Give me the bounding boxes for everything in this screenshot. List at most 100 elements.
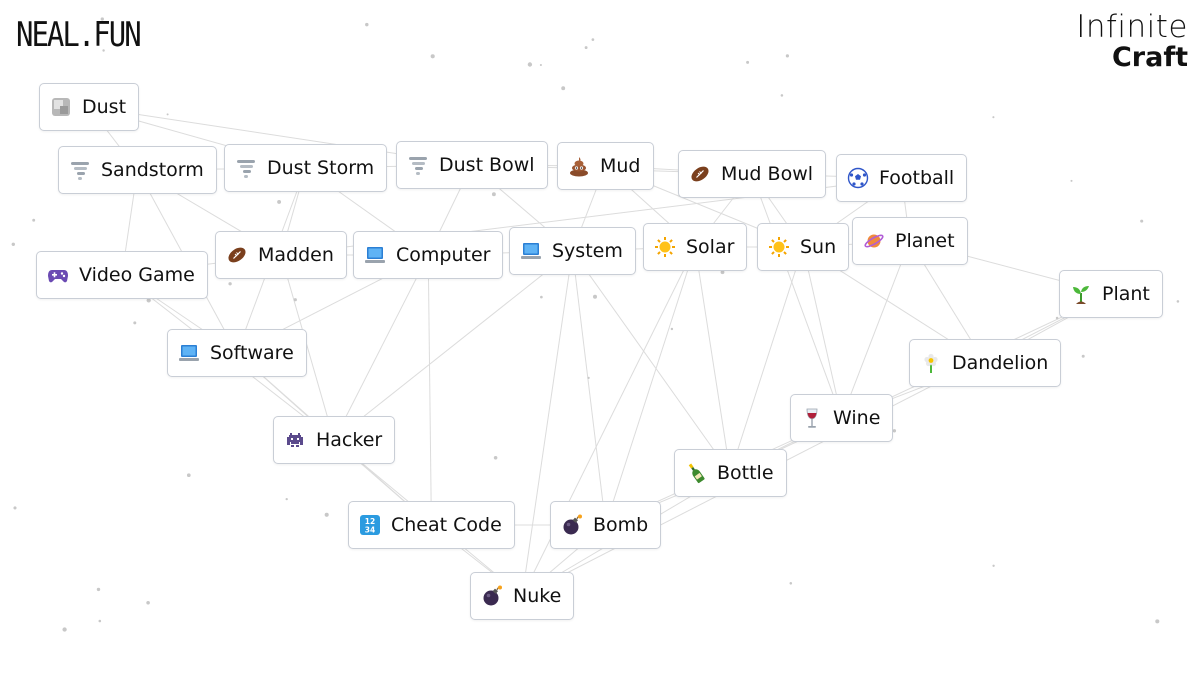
item-label: Madden <box>258 244 334 266</box>
item-plant[interactable]: Plant <box>1059 270 1163 318</box>
particle-dot <box>96 587 101 592</box>
particle-dot <box>746 60 750 64</box>
particle-dot <box>587 376 590 380</box>
connection-line <box>427 254 432 526</box>
item-label: Bottle <box>717 462 774 484</box>
particle-dot <box>146 298 151 303</box>
poop-icon <box>568 155 590 177</box>
item-system[interactable]: System <box>509 227 636 275</box>
particle-dot <box>670 327 674 331</box>
item-label: Wine <box>833 407 881 429</box>
laptop-icon <box>364 244 386 266</box>
connection-line <box>571 250 607 526</box>
tornado-icon <box>407 154 429 176</box>
connection-line <box>605 246 696 526</box>
item-label: Football <box>879 167 955 189</box>
item-label: Nuke <box>513 585 562 607</box>
item-bottle[interactable]: Bottle <box>674 449 787 497</box>
neal-fun-logo[interactable]: NEAL.FUN <box>16 14 142 55</box>
item-sandstorm[interactable]: Sandstorm <box>58 146 217 194</box>
svg-text:12: 12 <box>365 517 375 526</box>
laptop-icon <box>520 240 542 262</box>
item-software[interactable]: Software <box>167 329 307 377</box>
item-computer[interactable]: Computer <box>353 231 504 279</box>
particle-dot <box>277 199 282 204</box>
dust-icon <box>50 96 72 118</box>
wine-glass-icon <box>801 407 823 429</box>
item-dust-bowl[interactable]: Dust Bowl <box>396 141 548 189</box>
particle-dot <box>32 218 36 222</box>
item-label: Mud Bowl <box>721 163 814 185</box>
bomb-icon <box>481 585 503 607</box>
item-nuke[interactable]: Nuke <box>470 572 575 620</box>
item-football[interactable]: Football <box>836 154 968 202</box>
particle-dot <box>1055 316 1059 320</box>
item-label: Sandstorm <box>101 159 204 181</box>
particle-dot <box>1155 619 1160 624</box>
item-madden[interactable]: Madden <box>215 231 347 279</box>
item-mud[interactable]: Mud <box>557 142 654 190</box>
flower-icon <box>920 352 942 374</box>
item-dust[interactable]: Dust <box>39 83 140 131</box>
tornado-icon <box>235 157 257 179</box>
bomb-icon <box>561 514 583 536</box>
item-hacker[interactable]: Hacker <box>273 416 396 464</box>
particle-dot <box>785 54 790 58</box>
item-label: Dandelion <box>952 352 1049 374</box>
particle-dot <box>1081 354 1085 358</box>
particle-dot <box>324 512 329 517</box>
particle-dot <box>430 54 435 59</box>
football-icon <box>689 163 711 185</box>
gamepad-icon <box>47 264 69 286</box>
item-dandelion[interactable]: Dandelion <box>909 339 1062 387</box>
particle-dot <box>1140 219 1144 223</box>
item-label: Video Game <box>79 264 195 286</box>
particle-dot <box>365 22 369 27</box>
item-label: Solar <box>686 236 735 258</box>
particle-dot <box>1070 179 1073 182</box>
tornado-icon <box>69 159 91 181</box>
connection-line <box>572 250 731 474</box>
particle-dot <box>228 282 232 286</box>
item-label: Dust Bowl <box>439 154 535 176</box>
connection-line <box>729 246 804 474</box>
connection-line <box>333 254 429 441</box>
item-solar[interactable]: Solar <box>643 223 748 271</box>
particle-dot <box>992 116 995 119</box>
item-label: System <box>552 240 623 262</box>
particle-dot <box>13 506 17 510</box>
space-invader-icon <box>284 429 306 451</box>
brand-line-2: Craft <box>1111 42 1188 73</box>
particle-dot <box>584 46 588 50</box>
item-bomb[interactable]: Bomb <box>550 501 662 549</box>
particle-dot <box>293 298 297 302</box>
item-video-game[interactable]: Video Game <box>36 251 208 299</box>
connection-line <box>802 246 843 419</box>
connection-line <box>841 240 911 419</box>
connection-line <box>333 250 573 441</box>
item-label: Mud <box>600 155 641 177</box>
svg-text:34: 34 <box>365 526 375 535</box>
particle-dot <box>100 17 104 21</box>
connection-line <box>694 246 731 474</box>
connection-line <box>751 173 843 419</box>
particle-dot <box>102 49 105 52</box>
particle-dot <box>539 63 542 67</box>
particle-dot <box>892 429 897 433</box>
item-sun[interactable]: Sun <box>757 223 850 271</box>
item-mud-bowl[interactable]: Mud Bowl <box>678 150 827 198</box>
particle-dot <box>493 456 498 460</box>
connection-line <box>280 254 335 441</box>
laptop-icon <box>178 342 200 364</box>
brand-line-1: Infinite <box>1076 9 1188 45</box>
item-wine[interactable]: Wine <box>790 394 894 442</box>
particle-dot <box>491 192 496 197</box>
item-label: Bomb <box>593 514 649 536</box>
item-planet[interactable]: Planet <box>852 217 968 265</box>
sun-icon <box>654 236 676 258</box>
particle-dot <box>133 321 137 325</box>
item-label: Dust <box>82 96 127 118</box>
item-dust-storm[interactable]: Dust Storm <box>224 144 388 192</box>
